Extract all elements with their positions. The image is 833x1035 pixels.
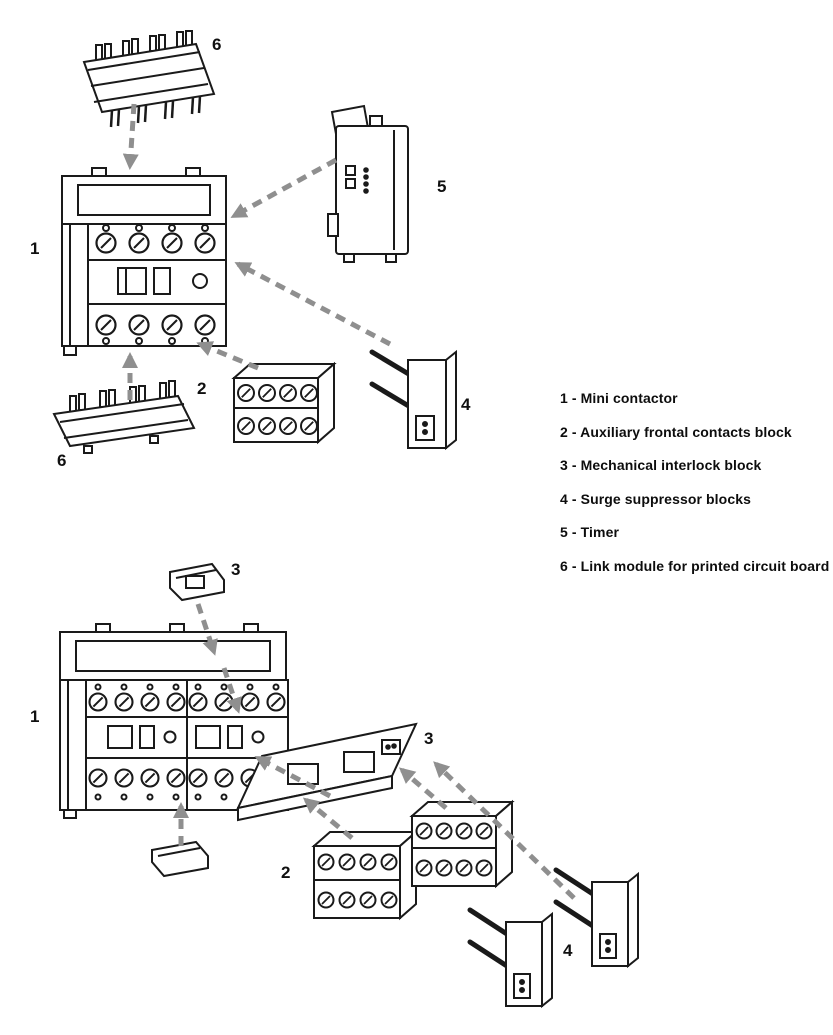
- part-label-aux-block-bottom: 2: [281, 863, 291, 882]
- assembly-arrow: [234, 261, 392, 347]
- assembly-arrow: [221, 667, 242, 714]
- exploded-view-top: [52, 30, 457, 454]
- assembly-arrow: [398, 767, 448, 810]
- aux-contacts-block-right-illustration: [409, 799, 515, 889]
- part-label-interlock-plate: 3: [424, 729, 434, 748]
- assembly-arrows-top: [122, 103, 392, 400]
- surge-suppressor-left-illustration: [467, 907, 553, 1009]
- legend-item-surge-suppressor: 4 - Surge suppressor blocks: [560, 490, 751, 507]
- link-module-top-illustration: [82, 30, 216, 128]
- legend-item-interlock-block: 3 - Mechanical interlock block: [560, 457, 762, 473]
- assembly-arrow: [230, 157, 338, 219]
- legend-item-aux-block: 2 - Auxiliary frontal contacts block: [560, 423, 792, 440]
- interlock-top-illustration: [169, 562, 225, 602]
- legend-item-timer: 5 - Timer: [560, 524, 619, 540]
- legend: 1 - Mini contactor 2 - Auxiliary frontal…: [560, 389, 833, 590]
- assembly-arrow: [254, 755, 332, 799]
- part-label-link-module-bottom: 6: [57, 451, 67, 470]
- assembly-arrow: [195, 603, 218, 656]
- assembly-arrows-bottom: [173, 603, 576, 900]
- aux-contacts-block-illustration: [231, 361, 337, 445]
- timer-illustration: [327, 104, 409, 263]
- assembly-arrow: [302, 797, 354, 840]
- part-label-surge-suppressor: 4: [461, 395, 471, 414]
- part-label-link-module-top: 6: [212, 35, 222, 54]
- surge-suppressor-right-illustration: [553, 867, 639, 969]
- assembly-arrow: [196, 341, 259, 371]
- assembly-arrow: [433, 761, 576, 900]
- part-label-reversing-contactor: 1: [30, 707, 40, 726]
- part-label-interlock-top: 3: [231, 560, 241, 579]
- link-module-bottom-illustration: [52, 380, 196, 454]
- mini-contactor-illustration: [61, 167, 227, 356]
- exploded-view-bottom: [59, 562, 639, 1009]
- part-label-timer: 5: [437, 177, 447, 196]
- legend-item-link-module: 6 - Link module for printed circuit boar…: [560, 557, 830, 574]
- surge-suppressor-illustration: [369, 349, 457, 451]
- part-label-aux-block: 2: [197, 379, 207, 398]
- part-label-surge-bottom: 4: [563, 941, 573, 960]
- legend-item-mini-contactor: 1 - Mini contactor: [560, 390, 678, 406]
- part-label-mini-contactor: 1: [30, 239, 40, 258]
- reversing-contactor-illustration: [59, 623, 289, 819]
- assembly-arrow: [122, 103, 139, 170]
- interlock-lower-piece-illustration: [151, 840, 209, 878]
- aux-contacts-block-left-illustration: [311, 829, 419, 921]
